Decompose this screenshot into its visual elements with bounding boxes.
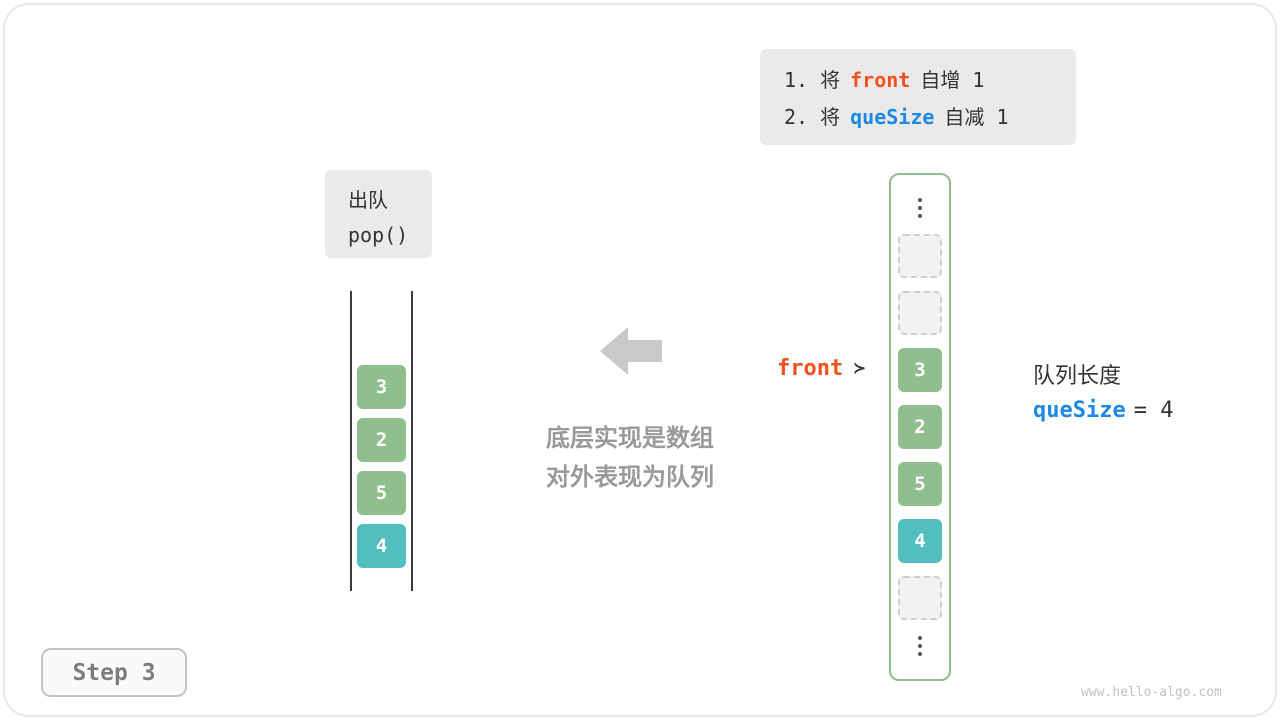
instruction-2-suffix: 自减 1 <box>944 105 1009 129</box>
queue-item: 2 <box>357 418 406 462</box>
operation-label-box: 出队 pop() <box>325 170 432 258</box>
queue-length-value: queSize = 4 <box>1033 393 1173 428</box>
queue-view: 3 2 5 4 <box>357 365 406 568</box>
array-cell: 5 <box>898 462 942 506</box>
operation-title: 出队 <box>348 190 388 212</box>
queue-length-note: 队列长度 queSize = 4 <box>1033 358 1173 428</box>
quesize-keyword: queSize <box>850 105 935 129</box>
queue-item: 4 <box>357 524 406 568</box>
queue-wall-right <box>411 291 413 591</box>
front-keyword: front <box>850 68 911 92</box>
instruction-box: 1. 将 front 自增 1 2. 将 queSize 自减 1 <box>760 49 1076 145</box>
vertical-ellipsis-icon <box>898 195 942 221</box>
array-cell: 2 <box>898 405 942 449</box>
array-cell: 3 <box>898 348 942 392</box>
left-arrow-icon <box>600 327 662 375</box>
operation-code: pop() <box>348 223 409 247</box>
array-empty-cell <box>898 576 942 620</box>
queue-item: 3 <box>357 365 406 409</box>
array-view: 3 2 5 4 <box>889 173 951 681</box>
center-note: 底层实现是数组 对外表现为队列 <box>500 419 760 497</box>
quesize-keyword: queSize <box>1033 398 1126 423</box>
center-note-line-2: 对外表现为队列 <box>546 464 714 491</box>
step-badge: Step 3 <box>41 648 187 697</box>
watermark: www.hello-algo.com <box>1081 685 1222 700</box>
queue-wall-left <box>350 291 352 591</box>
instruction-1-prefix: 1. 将 <box>784 68 841 92</box>
queue-length-title: 队列长度 <box>1033 363 1122 388</box>
front-pointer-label: front <box>777 355 844 381</box>
front-pointer: front ≻ <box>777 353 866 383</box>
array-cell: 4 <box>898 519 942 563</box>
queue-item: 5 <box>357 471 406 515</box>
instruction-line-1: 1. 将 front 自增 1 <box>784 62 1076 99</box>
vertical-ellipsis-icon <box>898 633 942 659</box>
diagram-frame: 1. 将 front 自增 1 2. 将 queSize 自减 1 出队 pop() 3… <box>3 3 1277 717</box>
instruction-line-2: 2. 将 queSize 自减 1 <box>784 99 1076 136</box>
center-note-line-1: 底层实现是数组 <box>546 425 714 452</box>
left-arrow-shaft <box>628 340 662 362</box>
array-empty-cell <box>898 291 942 335</box>
left-arrow-head <box>600 327 628 375</box>
front-pointer-arrow-icon: ≻ <box>853 360 866 377</box>
quesize-value: = 4 <box>1133 398 1174 423</box>
array-empty-cell <box>898 234 942 278</box>
instruction-2-prefix: 2. 将 <box>784 105 841 129</box>
instruction-1-suffix: 自增 1 <box>920 68 985 92</box>
